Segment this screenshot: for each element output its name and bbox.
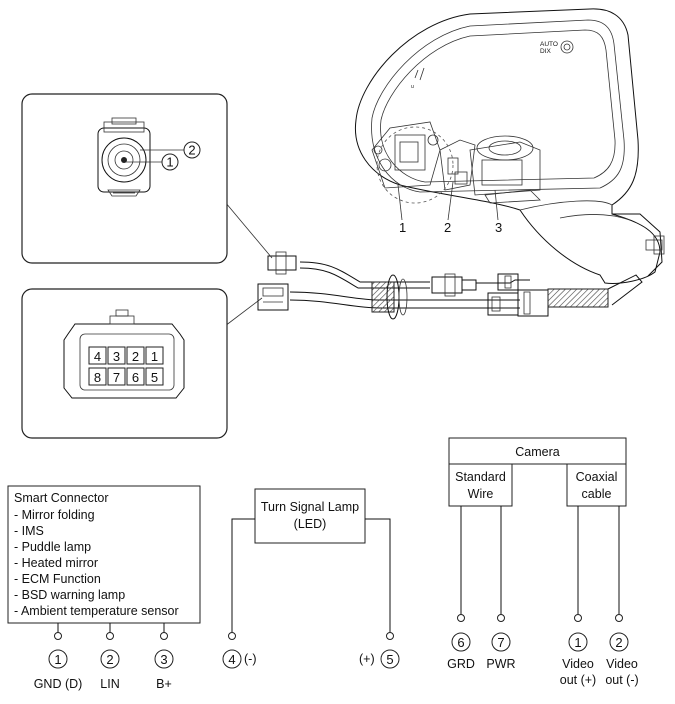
camera-terminal-label: Video [606, 657, 638, 671]
mirror-callout-2: 2 [444, 220, 451, 235]
mirror-badge-line1: AUTO [540, 41, 558, 48]
smart-connector-item: - ECM Function [14, 572, 101, 586]
turn-terminal-num: 5 [386, 652, 393, 667]
smart-connector-item: - Heated mirror [14, 556, 98, 570]
turn-signal-subtitle: (LED) [294, 517, 327, 531]
camera-terminal-label: GRD [447, 657, 475, 671]
camera-terminal-label: out (-) [605, 673, 638, 687]
inset-smart-connector: 4 3 2 1 8 7 6 5 [21, 288, 228, 439]
inset-coax-connector: 1 2 [21, 93, 228, 264]
smart-connector-item: - Puddle lamp [14, 540, 91, 554]
turn-signal-title: Turn Signal Lamp [261, 500, 359, 514]
turn-terminal-label: (-) [244, 652, 257, 666]
smart-terminal-label: GND (D) [34, 677, 83, 691]
mirror-callout-1: 1 [399, 220, 406, 235]
turn-signal-block: Turn Signal Lamp (LED) 4 5 (-) (+) [222, 488, 400, 669]
connector-pin-7: 7 [113, 370, 120, 385]
turn-terminal-num: 4 [228, 652, 235, 667]
smart-connector-item: - IMS [14, 524, 44, 538]
camera-terminal-label: out (+) [560, 673, 596, 687]
smart-terminal-num: 1 [54, 652, 61, 667]
connector-pin-4: 4 [94, 349, 101, 364]
smart-connector-item: - Ambient temperature sensor [14, 604, 179, 618]
smart-terminal-num: 3 [160, 652, 167, 667]
wiring-harness [214, 189, 643, 327]
smart-terminal-num: 2 [106, 652, 113, 667]
camera-title: Camera [515, 445, 560, 459]
smart-terminal-label: LIN [100, 677, 119, 691]
camera-terminal-num: 2 [615, 635, 622, 650]
connector-pin-1: 1 [151, 349, 158, 364]
standard-wire-label: Standard [455, 470, 506, 484]
camera-terminal-label: PWR [486, 657, 515, 671]
camera-terminal-label: Video [562, 657, 594, 671]
smart-connector-item: - Mirror folding [14, 508, 95, 522]
smart-connector-block: Smart Connector - Mirror folding - IMS -… [7, 485, 201, 691]
coaxial-label: cable [582, 487, 612, 501]
smart-terminal-label: B+ [156, 677, 172, 691]
connector-pin-8: 8 [94, 370, 101, 385]
standard-wire-label: Wire [468, 487, 494, 501]
turn-terminal-label: (+) [359, 652, 375, 666]
camera-terminal-num: 6 [457, 635, 464, 650]
smart-connector-title: Smart Connector [14, 491, 108, 505]
connector-pin-6: 6 [132, 370, 139, 385]
connector-pin-2: 2 [132, 349, 139, 364]
inset-top-pin-1: 1 [166, 155, 173, 170]
connector-pin-3: 3 [113, 349, 120, 364]
mirror-callout-3: 3 [495, 220, 502, 235]
camera-terminal-num: 7 [497, 635, 504, 650]
coaxial-label: Coaxial [576, 470, 618, 484]
camera-terminal-num: 1 [574, 635, 581, 650]
smart-connector-item: - BSD warning lamp [14, 588, 125, 602]
connector-pin-5: 5 [151, 370, 158, 385]
mirror-badge-line2: DIX [540, 48, 552, 55]
camera-block: Camera Standard Wire Coaxial cable 6 7 1… [447, 437, 639, 687]
svg-text:u: u [411, 84, 414, 90]
mirror-illustration: u AUTO DIX 1 2 3 [354, 8, 665, 284]
inset-top-pin-2: 2 [188, 143, 195, 158]
